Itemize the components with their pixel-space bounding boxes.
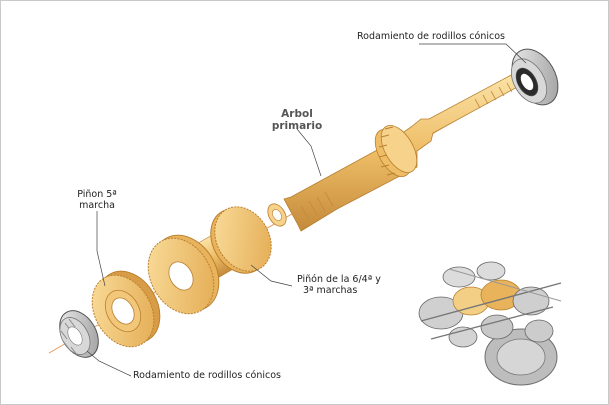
- label-bearing-top: Rodamiento de rodillos cónicos: [357, 31, 505, 42]
- label-primary-shaft-line2: primario: [271, 120, 323, 132]
- label-sixth-fourth-third-pinion: Piñón de la 6/4ª y 3ª marchas: [297, 274, 381, 296]
- label-primary-shaft-line1: Arbol: [281, 108, 313, 120]
- label-fifth-pinion-line2: marcha: [79, 200, 115, 211]
- label-fifth-pinion-line1: Piñon 5ª: [77, 189, 117, 200]
- label-primary-shaft: Arbol primario: [267, 108, 327, 132]
- tapered-roller-bearing-bottom-icon: [59, 310, 99, 358]
- label-fifth-pinion: Piñon 5ª marcha: [67, 189, 127, 211]
- tapered-roller-bearing-top-icon: [510, 48, 559, 106]
- sixth-fourth-third-pinion-icon: [147, 206, 272, 315]
- leader-lines: [86, 43, 527, 377]
- primary-shaft-icon: [267, 72, 522, 232]
- label-bearing-bottom: Rodamiento de rodillos cónicos: [133, 370, 281, 381]
- label-pinion64-line1: Piñón de la 6/4ª y: [297, 274, 381, 285]
- gearbox-assembly-icon: [418, 261, 562, 386]
- fifth-pinion-icon: [91, 270, 161, 348]
- label-pinion64-line2: 3ª marchas: [303, 285, 358, 296]
